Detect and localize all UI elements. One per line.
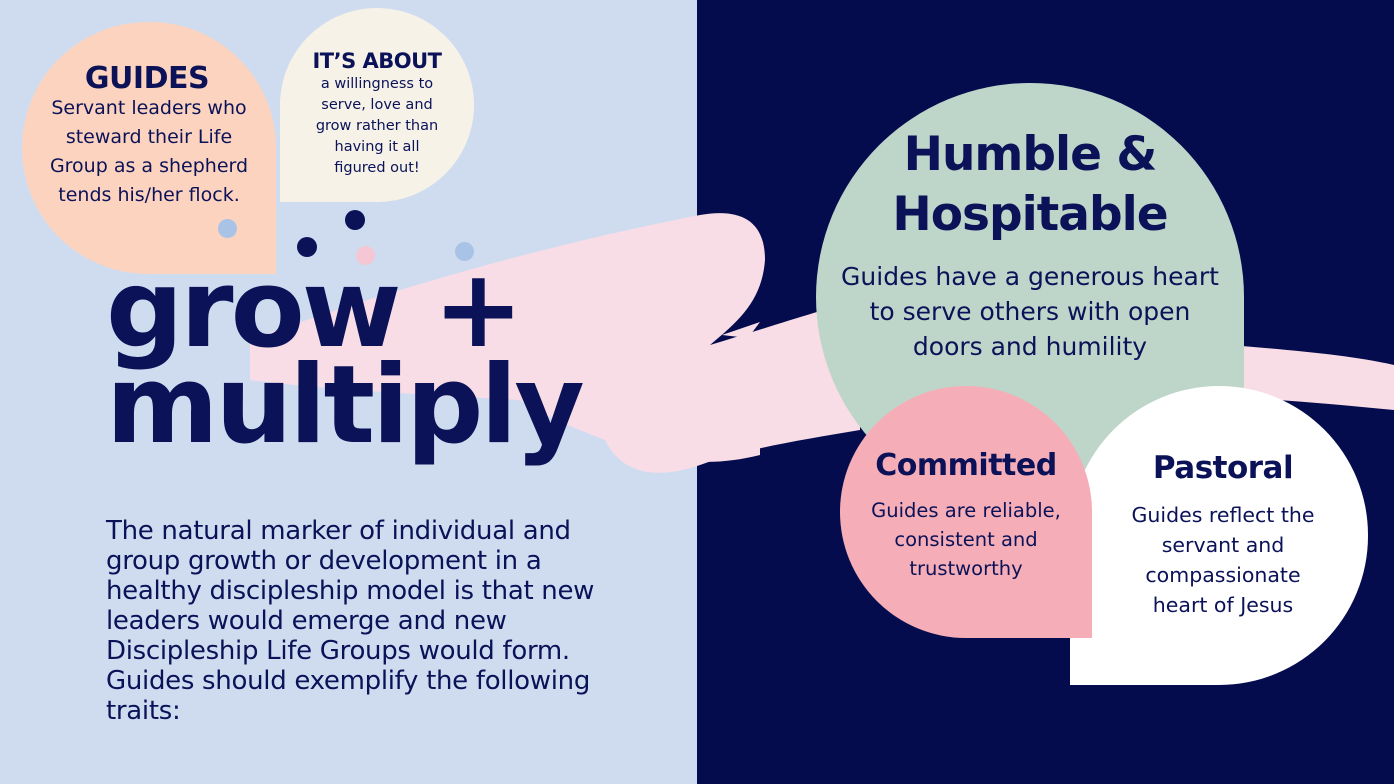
decorative-dot <box>455 242 474 261</box>
guides-description: Servant leaders who steward their Life G… <box>49 97 249 206</box>
decorative-dot <box>345 210 365 230</box>
description-paragraph: The natural marker of individual and gro… <box>106 516 595 726</box>
committed-description: Guides are reliable, consistent and trus… <box>871 499 1061 580</box>
humble-title: Humble & Hospitable <box>816 125 1244 245</box>
pastoral-bubble: Pastoral Guides reflect the servant and … <box>1070 386 1368 685</box>
about-description: a willingness to serve, love and grow ra… <box>315 76 439 176</box>
decorative-dot <box>218 219 237 238</box>
about-bubble: IT’S ABOUT a willingness to serve, love … <box>280 8 474 202</box>
pastoral-description: Guides reflect the servant and compassio… <box>1131 503 1315 617</box>
guides-title: GUIDES <box>84 61 210 96</box>
headline-line-2: multiply <box>106 343 585 468</box>
about-title: IT’S ABOUT <box>312 49 442 73</box>
humble-title-line-2: Hospitable <box>892 187 1168 242</box>
page-headline: grow + multiply <box>106 247 585 468</box>
humble-title-line-1: Humble & <box>903 127 1158 182</box>
humble-description: Guides have a generous heart to serve ot… <box>841 262 1219 361</box>
headline-line-1: grow + <box>106 247 524 372</box>
committed-bubble: Committed Guides are reliable, consisten… <box>840 386 1092 638</box>
decorative-dot <box>356 246 375 265</box>
committed-title: Committed <box>875 448 1057 483</box>
decorative-dot <box>297 237 317 257</box>
pastoral-title: Pastoral <box>1152 450 1294 486</box>
guides-bubble: GUIDES Servant leaders who steward their… <box>22 22 276 274</box>
